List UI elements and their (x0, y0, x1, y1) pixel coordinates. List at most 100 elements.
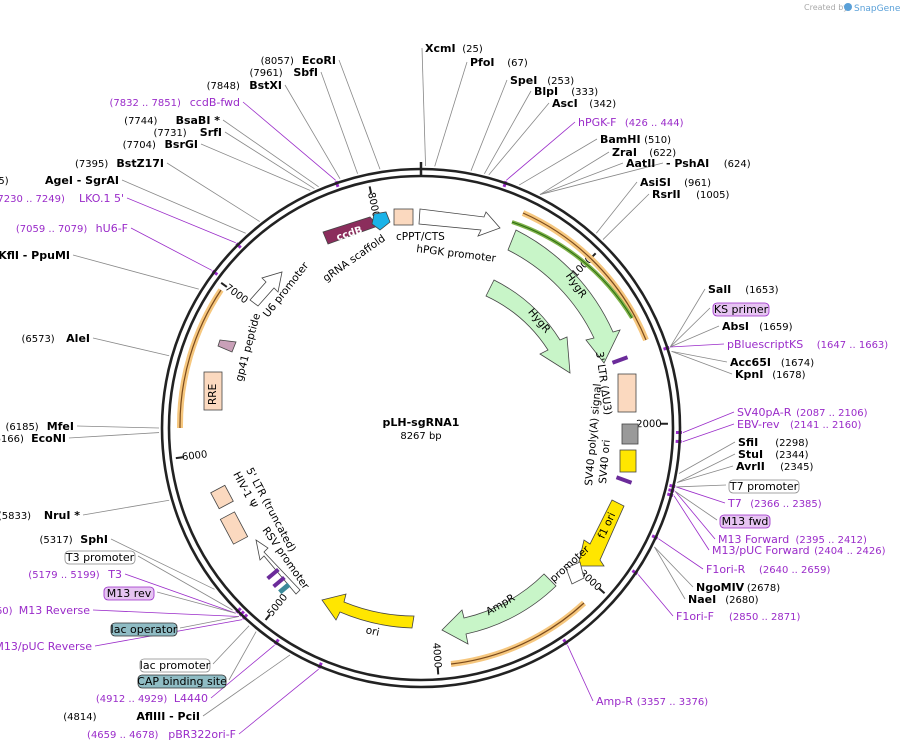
primer-position: (1647 .. 1663) (817, 340, 889, 351)
site-name: KflI - PpuMI (0, 249, 70, 262)
site-name: NruI * (44, 509, 80, 522)
primer-hpgkf: hPGK-F(426 .. 444) (578, 116, 684, 129)
site-position: (342) (589, 99, 616, 110)
feature-cppt-arrow (371, 211, 391, 231)
label-box (139, 658, 211, 673)
feature-sv40polya (621, 423, 639, 445)
site-bstxi: BstXI(7848) (207, 79, 282, 92)
site-position: (961) (684, 178, 711, 189)
leader-line (212, 625, 250, 665)
leader-line (602, 193, 650, 240)
leader-line (320, 71, 358, 174)
leader-line (82, 499, 170, 516)
leader-line (210, 644, 275, 699)
feature-small-markers (266, 567, 291, 595)
primer-m13reverse: M13 Reverse(5144 .. 5160) (0, 604, 90, 617)
site-name: RsrII (652, 188, 681, 201)
site-name: AsiSI (640, 176, 671, 189)
leader-line (682, 411, 735, 433)
site-position: (510) (644, 135, 671, 146)
leader-line (682, 423, 735, 443)
site-sphi: SphI(5317) (39, 533, 108, 546)
restriction-site-labels: XcmI(25)PfoI(67)SpeI(253)BlpI(333)AscI(3… (0, 42, 814, 723)
leader-line (421, 47, 426, 167)
primer-t3: T3(5179 .. 5199) (28, 568, 122, 581)
leader-line (637, 574, 674, 617)
label-text: lac operator (111, 623, 178, 636)
leader-line (338, 59, 381, 170)
site-sfii: SfiI(2298) (738, 436, 809, 449)
feature-cppt-box (393, 208, 414, 226)
site-name: EcoRI (302, 54, 336, 67)
site-position: (7704) (123, 140, 156, 151)
site-pcii: AflIII - PciI(4814) (63, 710, 200, 723)
leader-line (110, 538, 215, 590)
site-econi: EcoNI(6166) (0, 432, 66, 445)
site-name: BlpI (534, 85, 558, 98)
primer-name: F1ori-R (706, 563, 746, 576)
leader-line (130, 227, 212, 271)
site-alei: AleI(6573) (21, 332, 90, 345)
site-position: (4814) (63, 712, 96, 723)
primer-position: (2141 .. 2160) (790, 420, 862, 431)
leader-line (284, 84, 341, 180)
leader-line (567, 645, 594, 702)
credit-text: Created by (804, 3, 848, 12)
site-name: KpnI (735, 368, 763, 381)
leader-line (674, 491, 718, 521)
site-ecori: EcoRI(8057) (261, 54, 336, 67)
primer-position: (2640 .. 2659) (759, 565, 831, 576)
leader-line (595, 181, 638, 234)
label-box (719, 514, 771, 529)
feature-label-sv40ori: SV40 ori (597, 439, 613, 484)
primer-ccdbfwd: ccdB-fwd(7832 .. 7851) (109, 96, 240, 109)
site-position: (1005) (696, 190, 729, 201)
site-name: StuI (738, 448, 763, 461)
feature-label-hpgk: hPGK promoter (416, 243, 498, 265)
site-name: Acc65I (730, 356, 771, 369)
site-kfli: KflI - PpuMI(6930) (0, 249, 70, 262)
orange-arcs (176, 210, 649, 667)
site-position: (7744) (124, 116, 157, 127)
leader-line (539, 162, 624, 195)
label-box (712, 302, 770, 317)
primer-pbluescriptks: pBluescriptKS(1647 .. 1663) (727, 338, 888, 351)
site-name: BsaBI * (176, 114, 221, 127)
leader-line (76, 425, 160, 429)
feature-label-gp41: gp41 peptide (233, 312, 263, 383)
site-spei: SpeI(253) (510, 74, 574, 87)
tick-label: 5000 (266, 592, 291, 619)
boxed-m13fwd: M13 fwd (719, 514, 771, 529)
feature-ori: ori (321, 593, 415, 639)
leader-line (156, 591, 236, 614)
leader-line (488, 102, 550, 176)
leader-line (124, 573, 236, 614)
label-text: M13 fwd (722, 515, 769, 528)
leader-line (669, 288, 706, 348)
site-position: (5833) (0, 511, 31, 522)
leader-line (506, 121, 576, 181)
site-name: NaeI (688, 593, 716, 606)
feature-hpgk (418, 208, 501, 237)
site-name: AscI (552, 97, 578, 110)
tick-label: 7000 (223, 282, 250, 306)
leader-line (658, 538, 704, 570)
leader-line (677, 453, 736, 483)
leader-line (166, 162, 260, 222)
boxed-lacpromoter: lac promoter (139, 658, 211, 673)
site-stui: StuI(2344) (738, 448, 809, 461)
tick-mark (598, 587, 606, 595)
tick-mark (368, 186, 373, 194)
leader-line (92, 337, 170, 357)
site-name: ZraI (612, 146, 637, 159)
primer-name: T7 (727, 497, 742, 510)
primer-name: Amp-R (596, 695, 633, 708)
leader-line (674, 491, 716, 540)
feature-sv40ori (619, 449, 637, 473)
leader-line (673, 495, 710, 551)
site-position: (7395) (75, 159, 108, 170)
primer-name: hPGK-F (578, 116, 616, 129)
site-name: MfeI (47, 420, 74, 433)
site-position: (1674) (781, 358, 814, 369)
